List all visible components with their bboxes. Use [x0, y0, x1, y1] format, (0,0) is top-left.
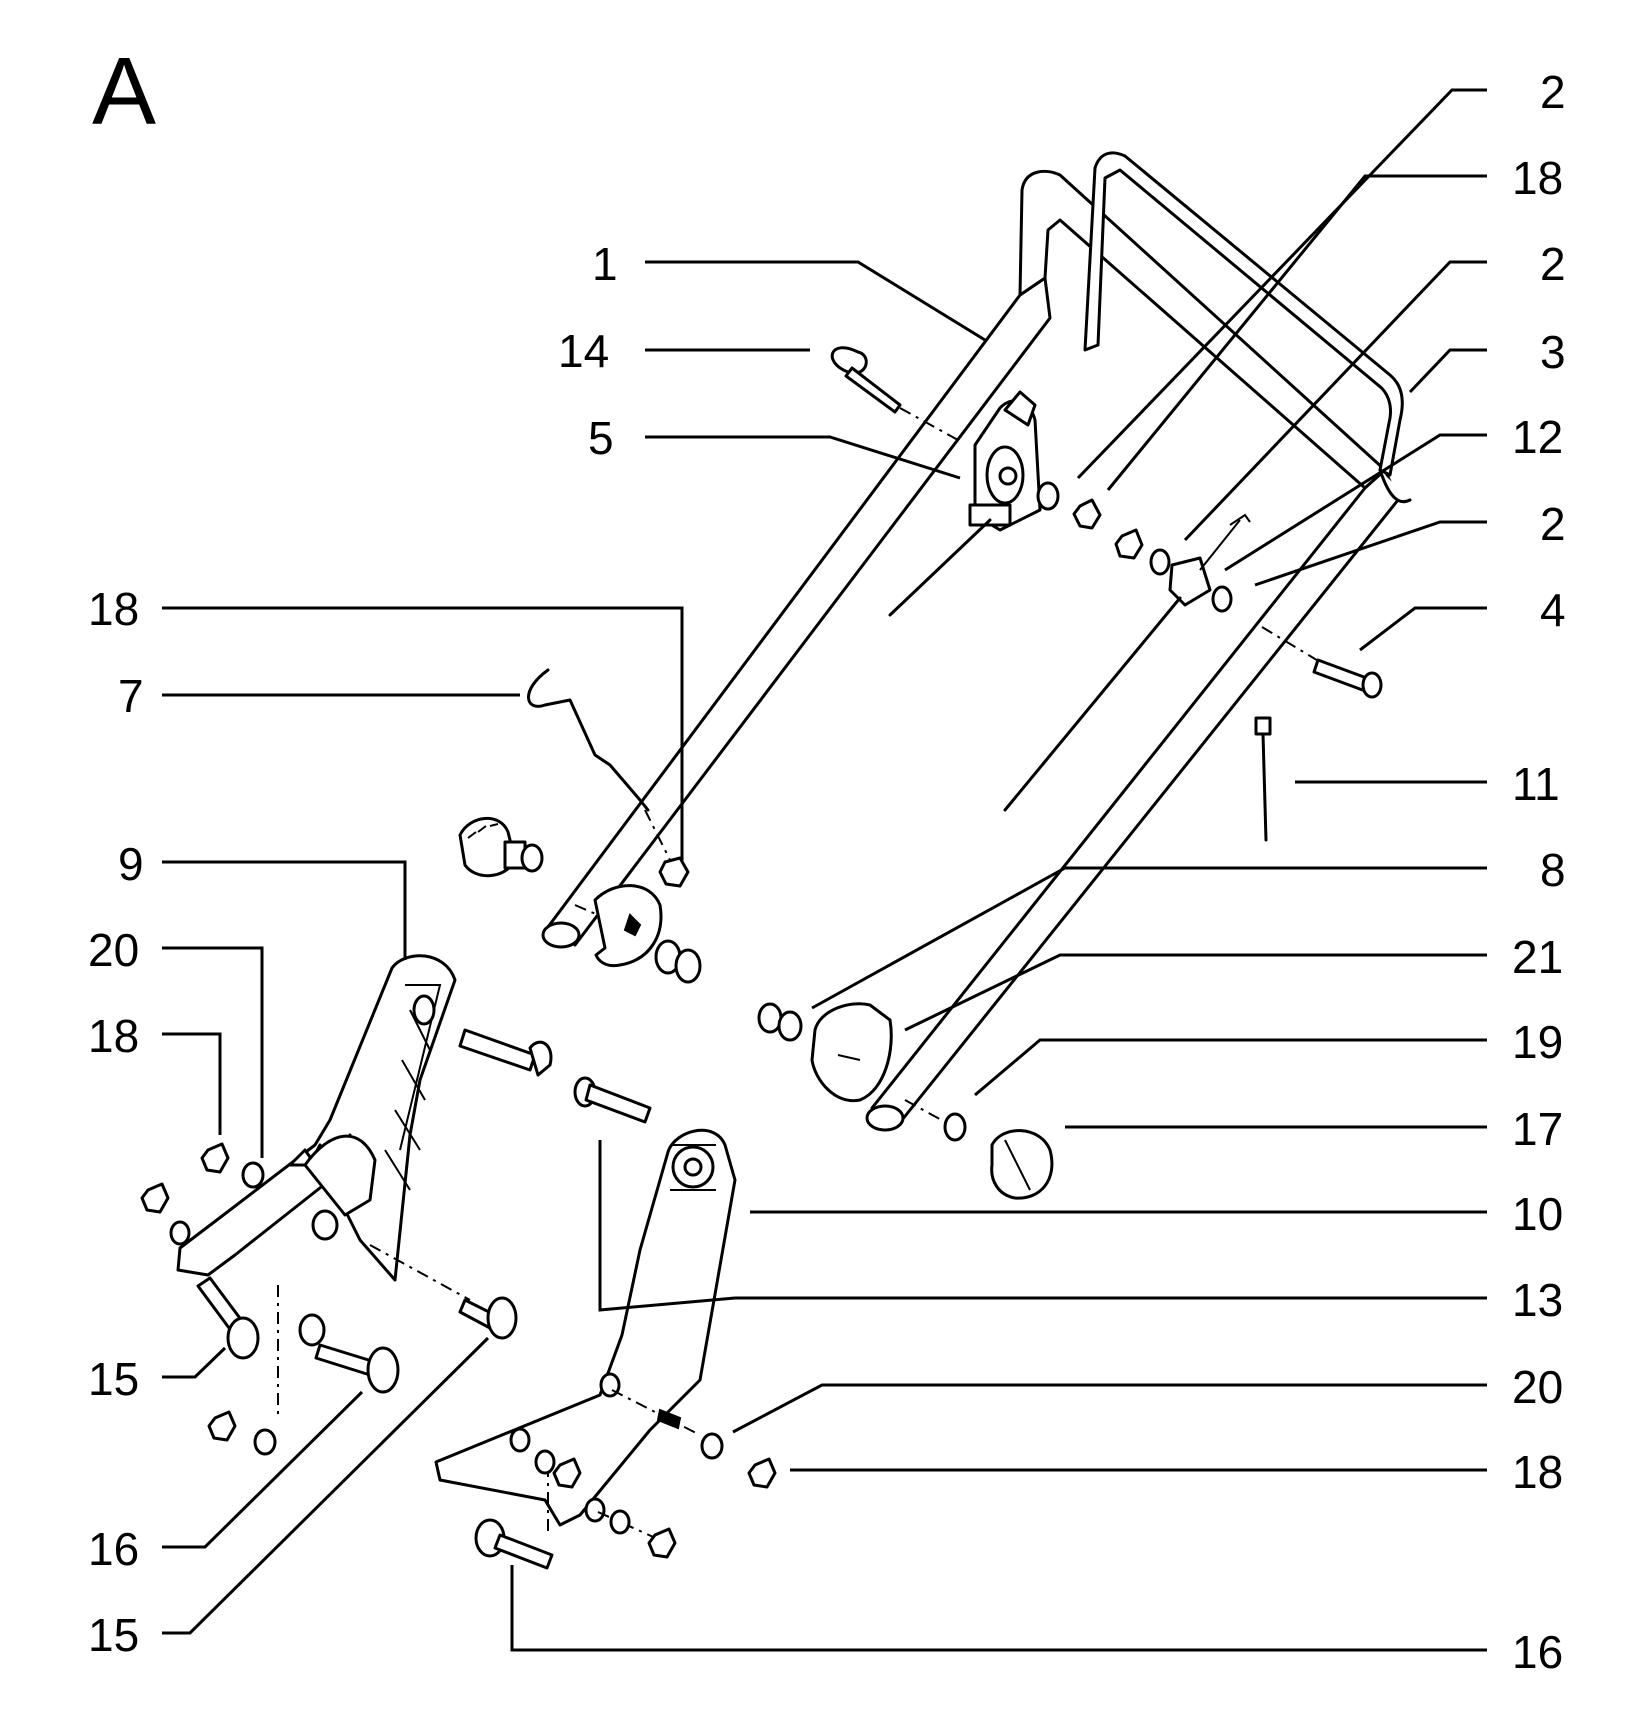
tube-end-right	[865, 1104, 905, 1132]
label-5: 5	[588, 412, 614, 464]
label-8: 8	[1540, 844, 1566, 896]
bolt-part-14	[830, 346, 959, 441]
bolt-part-15-b	[458, 1296, 518, 1340]
bail-lower-bend	[1378, 468, 1412, 504]
adjuster-part-21	[810, 1002, 893, 1103]
bolt-part-16-b	[474, 1518, 554, 1570]
wheel-bracket-part-10	[434, 1128, 737, 1541]
washer-part-20-b	[169, 1220, 191, 1246]
washer-part-19	[904, 1099, 967, 1142]
nut-part-18-g	[552, 1457, 582, 1489]
label-18-right-a: 18	[1512, 152, 1563, 204]
lever-part-7	[527, 668, 690, 888]
label-18-right-b: 18	[1512, 1446, 1563, 1498]
label-3: 3	[1540, 326, 1566, 378]
label-12: 12	[1512, 411, 1563, 463]
label-18-left-b: 18	[88, 1010, 139, 1062]
washer-part-2-b	[1149, 548, 1171, 576]
spacer-part-8	[757, 1002, 803, 1042]
label-15-a: 15	[88, 1353, 139, 1405]
cable-tie-part-11	[1254, 716, 1272, 842]
diagram-title: A	[92, 38, 156, 145]
bolt-part-16-a	[298, 1313, 400, 1394]
throttle-control-part-5	[888, 390, 1042, 617]
tube-end-left	[541, 921, 581, 949]
label-20-right: 20	[1512, 1361, 1563, 1413]
washer-part-20-e	[534, 1449, 556, 1475]
label-2-a: 2	[1540, 66, 1566, 118]
label-9: 9	[118, 838, 144, 890]
nut-part-18-b	[658, 856, 690, 888]
label-16-right: 16	[1512, 1626, 1563, 1678]
leader-lines	[162, 88, 1487, 1652]
label-7: 7	[118, 670, 144, 722]
knob-part-17	[990, 1129, 1054, 1200]
label-21: 21	[1512, 931, 1563, 983]
label-17: 17	[1512, 1103, 1563, 1155]
washer-part-20-a	[241, 1161, 265, 1189]
nut-part-18-d	[140, 1182, 170, 1214]
nut-part-18-e	[207, 1410, 237, 1442]
nut-part-18-a	[1072, 498, 1102, 530]
height-adjust-knob-left	[458, 816, 544, 878]
label-13: 13	[1512, 1274, 1563, 1326]
washer-part-20-c	[253, 1428, 277, 1456]
bolt-part-4	[1261, 626, 1383, 699]
upper-handle-part-1	[541, 169, 1400, 1132]
label-10: 10	[1512, 1188, 1563, 1240]
control-bail-part-3	[1083, 151, 1404, 477]
wheel-hub-left	[574, 884, 702, 984]
nut-part-18-h	[647, 1527, 677, 1559]
label-16-left: 16	[88, 1523, 139, 1575]
label-19: 19	[1512, 1016, 1563, 1068]
axle-bolt-part-13	[458, 1028, 652, 1124]
part-labels: 1 14 5 18 7 9 20 18 15 16 15 2 18 2 3 12…	[88, 66, 1566, 1678]
cable-clip-part-12	[1003, 513, 1251, 812]
label-1: 1	[592, 238, 618, 290]
label-18-left-a: 18	[88, 583, 139, 635]
label-14: 14	[558, 325, 609, 377]
wheel-bracket-part-9	[176, 954, 471, 1301]
label-11: 11	[1512, 758, 1560, 810]
label-4: 4	[1540, 584, 1566, 636]
nut-part-18-c	[200, 1142, 230, 1174]
bolt-part-15-a	[196, 1276, 260, 1360]
washer-part-2-c	[1211, 585, 1233, 613]
label-15-b: 15	[88, 1609, 139, 1661]
washer-part-2-a	[1036, 481, 1060, 511]
nut-part-2-b	[1114, 528, 1144, 560]
nut-part-18-f	[747, 1457, 777, 1489]
washer-part-20-f	[609, 1509, 631, 1535]
label-20-left: 20	[88, 924, 139, 976]
washer-part-20-d	[700, 1432, 724, 1460]
label-2-c: 2	[1540, 498, 1566, 550]
label-2-b: 2	[1540, 238, 1566, 290]
